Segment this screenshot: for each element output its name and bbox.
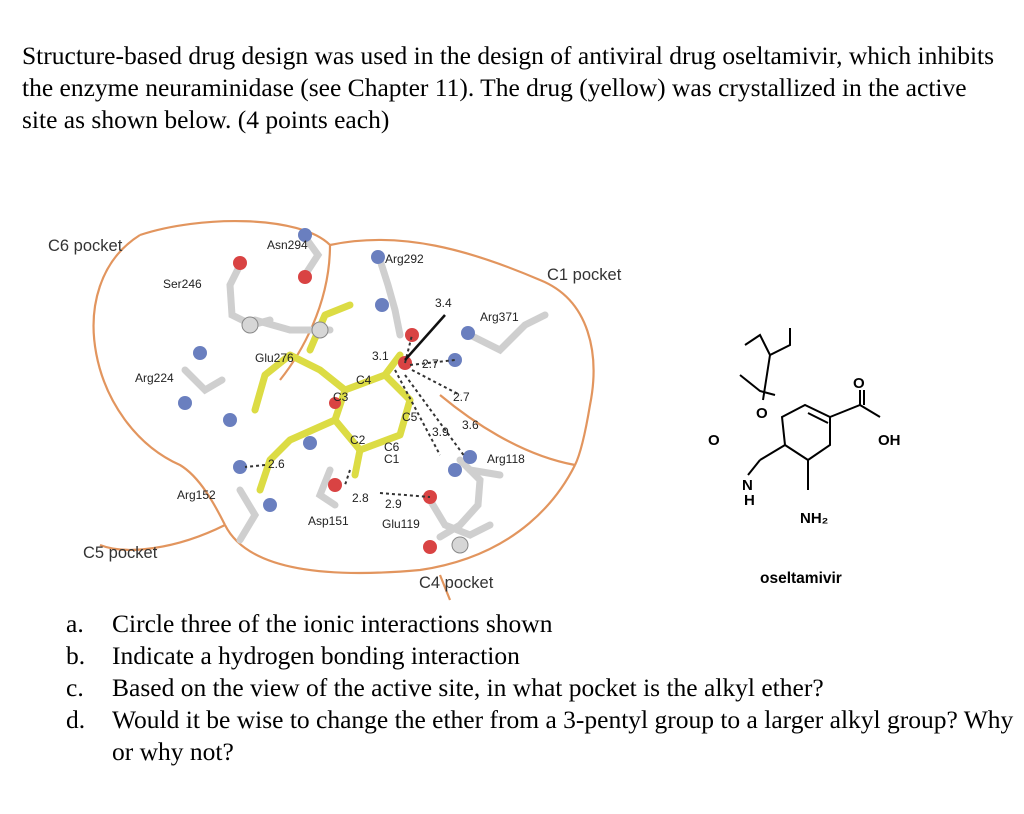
residue-label: Ser246 (163, 277, 202, 291)
question-text: Circle three of the ionic interactions s… (112, 609, 553, 638)
arrow-line (404, 314, 446, 361)
question-marker: a. (66, 609, 84, 638)
ether-oxygen-label: O (756, 405, 768, 422)
c6-c5-curve (92, 234, 226, 526)
amine-h-label: H (744, 492, 755, 509)
oseltamivir-structure (739, 328, 881, 490)
active-site-figure: C6 pocket C1 pocket C5 pocket C4 pocket … (0, 205, 1024, 605)
c1-pocket-label: C1 pocket (547, 266, 622, 284)
residue-label: Asn294 (267, 238, 308, 252)
distance-label: 3.1 (372, 349, 389, 363)
carbon-label: C4 (356, 373, 372, 387)
c6-inner-curve (139, 219, 332, 381)
residue-label: Arg292 (385, 252, 424, 266)
carbon-label: C6 (384, 440, 400, 454)
contact-lines (244, 334, 466, 498)
question-marker: c. (66, 673, 84, 702)
distance-label: 2.8 (352, 491, 369, 505)
c4-inner-curve (439, 394, 576, 467)
c4-pointer (438, 574, 452, 601)
drug-scaffold (251, 301, 414, 494)
distance-label: 2.7 (422, 357, 439, 371)
residue-label: Arg371 (480, 310, 519, 324)
distance-label: 2.6 (268, 457, 285, 471)
problem-intro: Structure-based drug design was used in … (22, 40, 995, 134)
carbon-label: C5 (402, 410, 418, 424)
question-item: d. Would it be wise to change the ether … (66, 704, 1016, 768)
hydroxyl-label: OH (878, 432, 901, 449)
active-site-diagram: C6 pocket C1 pocket C5 pocket C4 pocket … (48, 219, 901, 601)
pocket-outlines (92, 219, 595, 601)
c5-pocket-label: C5 pocket (83, 544, 158, 562)
question-item: c. Based on the view of the active site,… (66, 672, 1016, 704)
amine-n-label: N (742, 477, 753, 494)
c4-curve (224, 464, 576, 575)
question-list: a. Circle three of the ionic interaction… (66, 608, 1016, 768)
question-item: a. Circle three of the ionic interaction… (66, 608, 1016, 640)
residue-label: Arg224 (135, 371, 174, 385)
residue-label: Glu276 (255, 351, 294, 365)
distance-label: 2.7 (453, 390, 470, 404)
question-marker: d. (66, 705, 86, 734)
carbon-label: C3 (333, 390, 349, 404)
residue-label: Arg118 (487, 452, 525, 466)
compound-name-label: oseltamivir (760, 570, 842, 587)
residue-label: Arg152 (177, 488, 216, 502)
question-text: Would it be wise to change the ether fro… (112, 705, 1014, 766)
carbon-label: C2 (350, 433, 366, 447)
distance-label: 3.6 (462, 418, 479, 432)
question-item: b. Indicate a hydrogen bonding interacti… (66, 640, 1016, 672)
carbonyl-oxygen-label: O (853, 375, 865, 392)
residue-label: Glu119 (382, 517, 420, 531)
amide-oxygen-label: O (708, 432, 720, 449)
distance-label: 3.4 (435, 296, 452, 310)
atoms (178, 228, 477, 554)
question-text: Indicate a hydrogen bonding interaction (112, 641, 520, 670)
distance-label: 2.9 (385, 497, 402, 511)
c6-pocket-label: C6 pocket (48, 237, 123, 255)
residue-label: Asp151 (308, 514, 349, 528)
c1-curve (329, 238, 595, 466)
amine-label: NH₂ (800, 510, 828, 527)
distance-label: 3.9 (432, 425, 449, 439)
c5-pointer (99, 524, 226, 551)
question-marker: b. (66, 641, 86, 670)
c4-pocket-label: C4 pocket (419, 574, 494, 592)
question-text: Based on the view of the active site, in… (112, 673, 824, 702)
carbon-label: C1 (384, 452, 400, 466)
